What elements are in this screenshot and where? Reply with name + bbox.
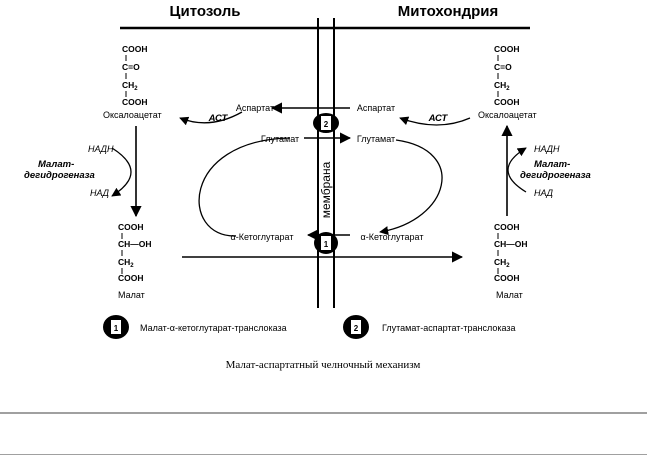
aspartate-mito: Аспартат [357,103,395,113]
akg-mito: α-Кетоглутарат [361,232,424,242]
svg-text:Малат: Малат [118,290,145,300]
svg-text:Оксалоацетат: Оксалоацетат [478,110,537,120]
transporter-2-badge: 2 [313,113,339,133]
oxaloacetate-cytosol: COOH C=O CH2 COOH Оксалоацетат [103,44,162,120]
mdh-cytosol-l2: дегидрогеназа [24,170,95,181]
svg-text:Малат: Малат [496,290,523,300]
legend-label-1: Малат-α-кетоглутарат-транслоказа [140,323,287,333]
svg-text:COOH: COOH [118,273,144,283]
akg-cytosol: α-Кетоглутарат [231,232,294,242]
svg-text:Оксалоацетат: Оксалоацетат [103,110,162,120]
nadh-cytosol: НАДН [88,144,114,154]
mdh-cytosol-l1: Малат- [38,159,74,170]
ast-cytosol: АСТ [208,113,229,124]
glutamate-mito: Глутамат [357,134,395,144]
svg-text:COOH: COOH [494,97,520,107]
svg-text:2: 2 [324,120,329,129]
curve-ast-cytosol [198,137,291,237]
legend-item-1: 1 Малат-α-кетоглутарат-транслоказа [103,315,287,339]
svg-text:C=O: C=O [494,62,512,72]
figure-caption: Малат-аспартатный челночный механизм [226,359,421,371]
arrow-ast-cytosol [179,111,243,126]
oxaloacetate-mitochondria: COOH C=O CH2 COOH Оксалоацетат [478,44,537,120]
ast-mito: АСТ [428,113,449,124]
nad-cytosol: НАД [90,188,110,198]
arrow-nad-nadh-mito [507,147,527,193]
svg-text:COOH: COOH [122,97,148,107]
svg-text:2: 2 [354,324,359,333]
svg-text:COOH: COOH [494,273,520,283]
svg-text:COOH: COOH [118,222,144,232]
header-cytosol: Цитозоль [170,3,241,20]
curve-ast-mito [379,139,443,236]
transporter-1-badge: 1 [314,232,338,254]
header-mitochondria: Митохондрия [398,3,499,20]
svg-text:C=O: C=O [122,62,140,72]
arrow-nadh-nad-cytosol [111,147,132,197]
mdh-mito-l2: дегидрогеназа [520,170,591,181]
legend-label-2: Глутамат-аспартат-транслоказа [382,323,516,333]
malate-cytosol: COOH CH—OH CH2 COOH Малат [118,222,152,300]
malate-mitochondria: COOH CH—OH CH2 COOH Малат [494,222,528,300]
aspartate-cytosol: Аспартат [236,103,274,113]
svg-text:CH2: CH2 [122,80,138,92]
svg-text:CH2: CH2 [118,257,134,269]
svg-text:COOH: COOH [122,44,148,54]
nadh-mito: НАДН [534,144,560,154]
svg-text:1: 1 [114,324,119,333]
nad-mito: НАД [534,188,554,198]
membrane: мембрана [317,18,335,308]
arrow-ast-mito [399,116,471,126]
svg-text:CH2: CH2 [494,80,510,92]
svg-text:CH2: CH2 [494,257,510,269]
membrane-label: мембрана [319,161,333,218]
legend-item-2: 2 Глутамат-аспартат-транслоказа [343,315,516,339]
mdh-mito-l1: Малат- [534,159,570,170]
svg-text:CH—OH: CH—OH [494,239,528,249]
svg-text:CH—OH: CH—OH [118,239,152,249]
svg-text:COOH: COOH [494,44,520,54]
svg-text:COOH: COOH [494,222,520,232]
svg-text:1: 1 [324,240,329,249]
